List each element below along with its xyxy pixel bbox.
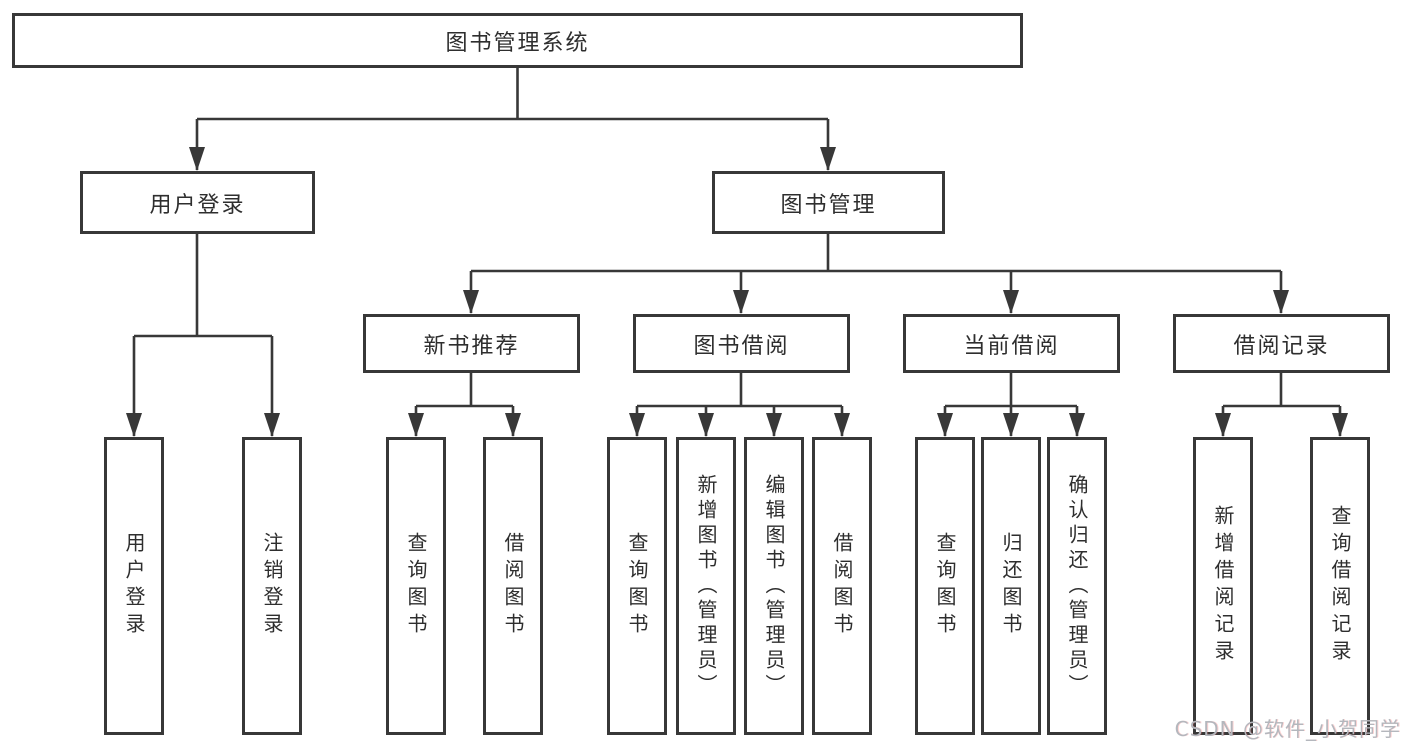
leaf-add-borrow-record: 新增借阅记录 xyxy=(1193,437,1253,735)
leaf-borrow-books: 借阅图书 xyxy=(812,437,872,735)
node-borrow-records: 借阅记录 xyxy=(1173,314,1390,373)
leaf-edit-books-admin: 编辑图书（管理员） xyxy=(744,437,804,735)
leaf-return-books: 归还图书 xyxy=(981,437,1041,735)
csdn-watermark: CSDN @软件_小贺同学 xyxy=(1174,717,1401,741)
leaf-query-borrow-record: 查询借阅记录 xyxy=(1310,437,1370,735)
node-new-book-recommend: 新书推荐 xyxy=(363,314,580,373)
leaf-add-books-admin: 新增图书（管理员） xyxy=(676,437,736,735)
node-book-management-group: 图书管理 xyxy=(712,171,945,234)
node-root-system: 图书管理系统 xyxy=(12,13,1023,68)
leaf-query-books-borrow: 查询图书 xyxy=(607,437,667,735)
leaf-query-books-recommend: 查询图书 xyxy=(386,437,446,735)
leaf-borrow-books-recommend: 借阅图书 xyxy=(483,437,543,735)
leaf-logout: 注销登录 xyxy=(242,437,302,735)
node-book-borrow: 图书借阅 xyxy=(633,314,850,373)
leaf-confirm-return-admin: 确认归还（管理员） xyxy=(1047,437,1107,735)
node-current-borrow: 当前借阅 xyxy=(903,314,1120,373)
leaf-query-books-current: 查询图书 xyxy=(915,437,975,735)
node-user-login-group: 用户登录 xyxy=(80,171,315,234)
leaf-user-login: 用户登录 xyxy=(104,437,164,735)
